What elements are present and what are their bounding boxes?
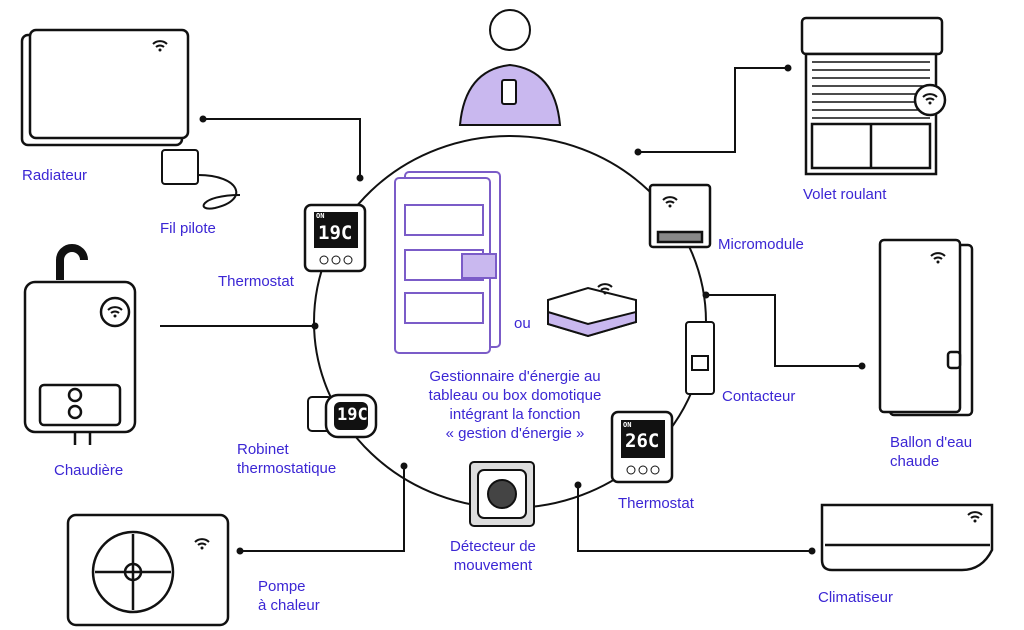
- ballon-line1: Ballon d'eau: [890, 434, 973, 451]
- label-gestionnaire: Gestionnaire d'énergie au tableau ou box…: [410, 367, 620, 443]
- center-line4: « gestion d'énergie »: [445, 425, 585, 442]
- label-robinet: Robinet thermostatique: [237, 440, 336, 478]
- label-thermostat-bottom: Thermostat: [618, 495, 694, 512]
- heat-pump-icon: [66, 513, 230, 627]
- pompe-line2: à chaleur: [258, 597, 320, 614]
- thermostat-bottom-on: ON: [623, 421, 632, 429]
- label-fil-pilote: Fil pilote: [160, 220, 216, 237]
- valve-display: 19C: [337, 405, 368, 425]
- label-micromodule: Micromodule: [718, 236, 804, 253]
- label-volet: Volet roulant: [803, 186, 887, 203]
- label-contacteur: Contacteur: [722, 388, 796, 405]
- label-climatiseur: Climatiseur: [818, 589, 894, 606]
- boiler-icon: [23, 244, 137, 445]
- thermostat-top-on: ON: [316, 212, 325, 220]
- pilot-wire-module-icon: [161, 149, 241, 210]
- label-pompe: Pompe à chaleur: [258, 577, 320, 615]
- radiator-icon: [20, 28, 190, 147]
- thermostat-icon: [610, 410, 674, 484]
- center-line2: tableau ou box domotique: [428, 387, 602, 404]
- person-with-phone-icon: [458, 9, 562, 126]
- connector-dots: [199, 64, 866, 555]
- thermostat-icon: [303, 203, 367, 273]
- robinet-line1: Robinet: [237, 441, 289, 458]
- center-line1: Gestionnaire d'énergie au: [429, 368, 601, 385]
- detecteur-line2: mouvement: [453, 557, 533, 574]
- pompe-line1: Pompe: [258, 578, 306, 595]
- electrical-panel-icon: [394, 171, 501, 354]
- detecteur-line1: Détecteur de: [450, 538, 536, 555]
- air-conditioner-icon: [820, 503, 994, 572]
- label-detecteur: Détecteur de mouvement: [450, 537, 536, 575]
- thermostat-bottom-display: 26C: [625, 430, 660, 452]
- label-thermostat-top: Thermostat: [218, 273, 294, 290]
- thermostatic-valve-icon: [307, 393, 378, 439]
- label-ou: ou: [514, 315, 531, 332]
- thermostat-top-display: 19C: [318, 222, 353, 244]
- motion-detector-icon: [469, 461, 535, 527]
- center-line3: intégrant la fonction: [449, 406, 581, 423]
- robinet-line2: thermostatique: [237, 460, 337, 477]
- micromodule-icon: [648, 183, 712, 249]
- contactor-icon: [685, 321, 715, 395]
- label-chaudiere: Chaudière: [54, 462, 124, 479]
- smart-box-icon: [547, 286, 637, 338]
- rolling-shutter-icon: [800, 16, 947, 176]
- ballon-line2: chaude: [890, 453, 940, 470]
- water-heater-icon: [878, 238, 974, 417]
- label-radiateur: Radiateur: [22, 167, 88, 184]
- connector-lines: [160, 67, 862, 552]
- label-ballon: Ballon d'eau chaude: [890, 433, 972, 471]
